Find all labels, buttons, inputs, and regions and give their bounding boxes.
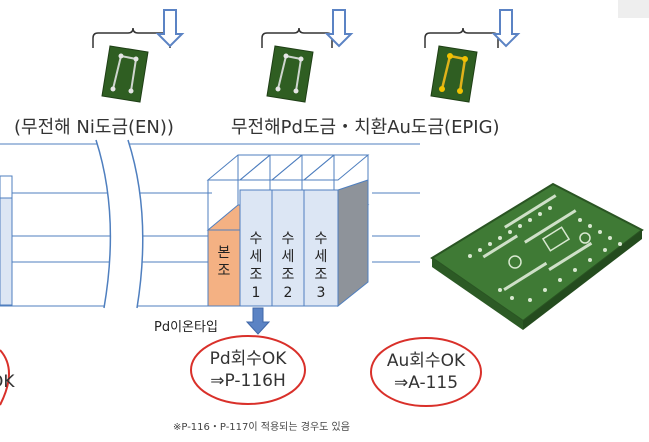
pcb-board-image bbox=[430, 182, 644, 330]
tank-rinse3: 수 세 조 3 bbox=[304, 230, 338, 302]
tank-rinse2-char: 수 bbox=[281, 231, 295, 247]
tank-rinse1-char: 1 bbox=[251, 285, 261, 301]
au-recovery-text: Au회수OK ⇒A-115 bbox=[371, 350, 481, 394]
label-en: (무전해 Ni도금(EN)) bbox=[14, 117, 174, 138]
pcb-chip-en bbox=[101, 45, 149, 103]
au-recovery-line2: ⇒A-115 bbox=[393, 373, 459, 393]
label-pd-ion: Pd이온타입 bbox=[154, 320, 218, 335]
down-arrow-icon bbox=[324, 9, 354, 48]
pd-recovery-text: Pd회수OK ⇒P-116H bbox=[191, 348, 305, 392]
brace-en bbox=[92, 27, 171, 48]
tank-main-char: 본 bbox=[217, 245, 231, 261]
tank-rinse3-char: 3 bbox=[316, 285, 326, 301]
pcb-chip-pd bbox=[266, 45, 314, 103]
tank-rinse2-char: 세 bbox=[281, 249, 295, 265]
tank-rinse2-char: 조 bbox=[281, 267, 295, 283]
left-recovery-ellipse bbox=[0, 349, 10, 406]
footnote: ※P-116・P-117이 적용되는 경우도 있음 bbox=[173, 422, 350, 433]
tank-rinse1: 수 세 조 1 bbox=[240, 230, 272, 302]
pd-recovery-line2: ⇒P-116H bbox=[210, 371, 286, 391]
brace-pd bbox=[261, 27, 333, 48]
tank-group bbox=[206, 154, 370, 308]
tank-main: 본 조 bbox=[208, 244, 240, 280]
corner-artifact bbox=[618, 0, 649, 18]
tank-rinse1-char: 수 bbox=[249, 231, 263, 247]
tank-rinse2: 수 세 조 2 bbox=[272, 230, 304, 302]
au-recovery-ellipse bbox=[370, 337, 482, 407]
left-cut-label: OK bbox=[0, 372, 15, 392]
tank-rinse3-char: 수 bbox=[314, 231, 328, 247]
tank-rinse1-char: 세 bbox=[249, 249, 263, 265]
tank-main-char: 조 bbox=[217, 263, 231, 279]
tank-rinse3-char: 세 bbox=[314, 249, 328, 265]
down-arrow-icon bbox=[155, 9, 185, 48]
pd-recovery-line1: Pd회수OK bbox=[209, 349, 287, 369]
tank-rinse2-char: 2 bbox=[283, 285, 293, 301]
down-arrow-icon bbox=[491, 9, 521, 48]
left-tank bbox=[0, 175, 13, 306]
tank-rinse3-char: 조 bbox=[314, 267, 328, 283]
pd-recovery-ellipse bbox=[190, 335, 306, 405]
tank-rinse1-char: 조 bbox=[249, 267, 263, 283]
pd-ion-arrow-icon bbox=[245, 307, 271, 335]
label-epig: 무전해Pd도금・치환Au도금(EPIG) bbox=[231, 117, 500, 138]
au-recovery-line1: Au회수OK bbox=[386, 351, 466, 371]
pcb-chip-au bbox=[430, 45, 478, 103]
brace-au bbox=[424, 27, 499, 48]
break-symbol bbox=[95, 139, 144, 309]
process-lines bbox=[0, 143, 420, 307]
